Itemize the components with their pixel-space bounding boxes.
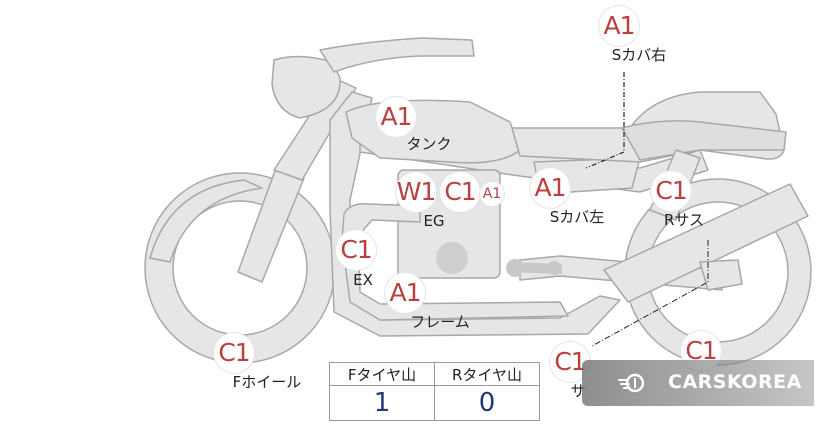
front-wheel-label: Fホイール: [232, 373, 302, 391]
carskorea-watermark: CARSKOREA: [582, 360, 814, 406]
tank-label: タンク: [406, 135, 452, 153]
front-wheel-grade-badge: C1: [214, 333, 254, 373]
front-fender-shape: [149, 179, 263, 263]
engine-grade-badge-1: W1: [396, 172, 436, 212]
muffler-shape: [603, 183, 809, 303]
tire-tread-table: Fタイヤ山 Rタイヤ山 1 0: [329, 362, 540, 421]
frame-label: フレーム: [410, 313, 470, 331]
front-tire-value: 1: [329, 385, 435, 421]
rear-suspension-grade-badge: C1: [651, 171, 691, 211]
s-cover-right-grade-badge: A1: [599, 6, 639, 46]
engine-label: EG: [423, 212, 445, 230]
exhaust-label: EX: [353, 271, 373, 289]
muffler-leader: [591, 240, 709, 347]
handlebar-shape: [319, 37, 475, 73]
exhaust-grade-badge: C1: [336, 230, 376, 270]
rear-tire-header: Rタイヤ山: [434, 362, 540, 386]
s-cover-right-label: Sカバ右: [611, 46, 667, 64]
engine-grade-badge-3: A1: [480, 182, 504, 206]
rear-suspension-label: Rサス: [663, 211, 705, 229]
rear-tire-value: 0: [434, 385, 540, 421]
s-cover-left-label: Sカバ左: [549, 208, 605, 226]
headlight-shape: [271, 55, 341, 119]
engine-grade-badge-2: C1: [440, 172, 480, 212]
carskorea-logo-icon: [618, 373, 644, 393]
tank-grade-badge: A1: [376, 97, 416, 137]
tire-tread-header-row: Fタイヤ山 Rタイヤ山: [329, 362, 540, 386]
s-cover-right-leader: [585, 72, 625, 169]
watermark-text: CARSKOREA: [668, 371, 802, 393]
front-tire-header: Fタイヤ山: [329, 362, 435, 386]
frame-grade-badge: A1: [385, 273, 425, 313]
tire-tread-value-row: 1 0: [329, 385, 540, 421]
s-cover-left-grade-badge: A1: [530, 168, 570, 208]
muffler-label: サ: [570, 382, 586, 400]
